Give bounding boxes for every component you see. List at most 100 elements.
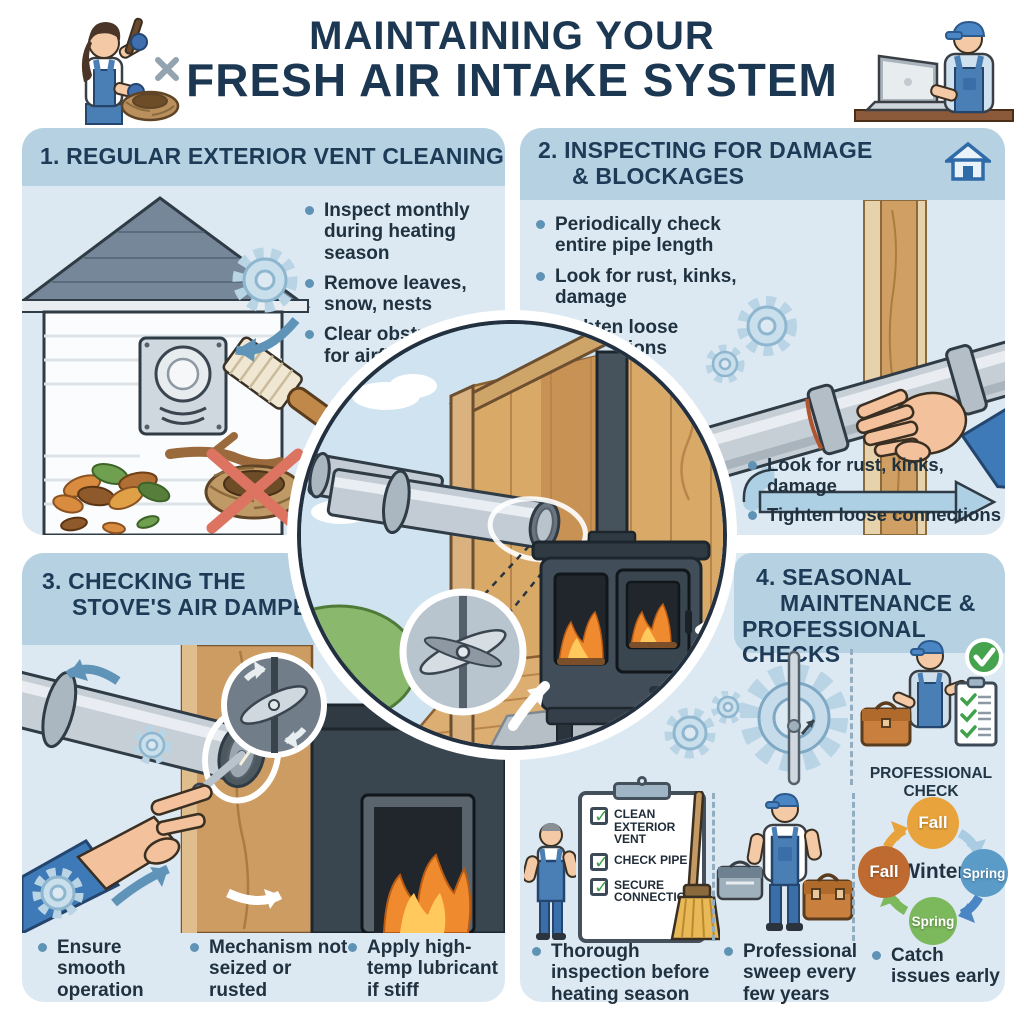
season-left: Fall	[858, 846, 910, 898]
standing-worker-figure	[524, 823, 576, 940]
professional-figure	[746, 792, 823, 931]
professional-sweep-illustration	[716, 792, 854, 931]
section-1-header: 1. REGULAR EXTERIOR VENT CLEANING	[22, 128, 505, 186]
seasons-cycle: Winter Fall Spring Spring Fall	[858, 797, 1008, 947]
section-4-title-line2: MAINTENANCE &	[780, 589, 976, 616]
checked-checkbox-icon	[590, 877, 609, 898]
technician-at-laptop-illustration	[854, 20, 1014, 122]
dashed-divider	[852, 793, 855, 941]
wood-stove	[531, 350, 711, 746]
season-right: Spring	[960, 849, 1008, 897]
section-4-title-line1: 4. SEASONAL	[756, 564, 912, 590]
woman-figure	[81, 17, 148, 125]
air-damper-illustration	[22, 645, 505, 933]
season-top-label: Fall	[918, 813, 948, 832]
section-2-header: 2. INSPECTING FOR DAMAGE & BLOCKAGES	[520, 128, 1005, 200]
section-4-panel: 4. SEASONAL MAINTENANCE & PROFESSIONAL C…	[520, 553, 1008, 1005]
bullet-item: Thorough inspection before heating seaso…	[532, 941, 718, 1005]
section-2-lower-bullets: Look for rust, kinks, damage Tighten loo…	[748, 454, 1004, 535]
toolbox-icon	[860, 701, 912, 747]
broom-icon	[670, 791, 720, 941]
bullet-item: Remove leaves, snow, nests	[305, 273, 517, 316]
professional-check-label: PROFESSIONAL CHECK	[856, 765, 1006, 801]
clipboard-knob	[637, 776, 647, 786]
section-3-bullet-3: Apply high-temp lubricant if stiff	[348, 937, 500, 1010]
bullet-item: Apply high-temp lubricant if stiff	[348, 937, 500, 1001]
bullet-item: Mechanism not seized or rusted	[190, 937, 350, 1001]
bullet-item: Ensure smooth operation	[38, 937, 190, 1001]
section-4-bullet-2: Professional sweep every few years	[724, 941, 864, 1014]
bullet-item: Professional sweep every few years	[724, 941, 864, 1005]
section-2-title-line2: & BLOCKAGES	[572, 162, 745, 189]
stove-cutaway-detail-circle	[297, 320, 727, 750]
desk	[854, 109, 1014, 122]
section-3-title-line1: 3. CHECKING THE	[42, 568, 246, 594]
curved-arrow-icon	[235, 317, 300, 362]
gear-icon	[737, 296, 797, 356]
laptop-icon	[863, 54, 964, 112]
season-bottom-label: Spring	[911, 913, 955, 929]
season-right-label: Spring	[962, 865, 1006, 881]
section-1-bullets: Inspect monthly during heating season Re…	[305, 200, 517, 376]
bullet-item: Inspect monthly during heating season	[305, 200, 517, 264]
nest-with-x	[204, 448, 304, 534]
title-line1: MAINTAINING YOUR	[309, 14, 715, 58]
page-title: MAINTAINING YOUR FRESH AIR INTAKE SYSTEM	[0, 16, 1024, 105]
section-3-header: 3. CHECKING THE STOVE'S AIR DAMPER	[22, 553, 354, 645]
woman-removing-nest-illustration	[81, 17, 180, 125]
season-left-label: Fall	[869, 862, 899, 881]
professional-check-line1: PROFESSIONAL	[869, 765, 993, 782]
curved-arrow-icon	[65, 659, 121, 685]
gear-icon	[705, 344, 745, 384]
section-4-bullet-3: Catch issues early	[872, 945, 1006, 997]
section-3-bullet-1: Ensure smooth operation	[38, 937, 190, 1010]
inspecting-hand	[855, 388, 1005, 492]
bullet-item: Tighten loose connections	[748, 505, 1004, 526]
leaves-pile	[52, 463, 171, 535]
branch	[165, 432, 285, 470]
red-x-icon	[206, 448, 304, 534]
checklist-row: CHECK PIPE	[590, 852, 696, 873]
x-mark-icon	[155, 57, 179, 81]
gear-icon	[132, 725, 172, 765]
curved-arrow-icon	[111, 864, 170, 907]
checklist-item-label: CLEAN EXTERIOR VENT	[614, 807, 676, 847]
magnified-damper-blade	[399, 588, 527, 716]
title-line2: FRESH AIR INTAKE SYSTEM	[186, 53, 838, 106]
bullet-item: Look for rust, kinks, damage	[748, 454, 1004, 496]
checklist-row: CLEAN EXTERIOR VENT	[590, 806, 696, 847]
checklist-clipboard-icon	[954, 676, 998, 747]
checked-checkbox-icon	[590, 852, 609, 873]
professional-check-illustration	[860, 638, 1003, 747]
direction-arrow-icon	[742, 467, 997, 525]
raised-arm-with-tool	[118, 17, 148, 59]
section-3-title-line2: STOVE'S AIR DAMPER	[72, 593, 326, 620]
birds-nest	[120, 90, 180, 122]
professional-check-line2: CHECK	[903, 782, 959, 800]
season-top: Fall	[907, 797, 959, 849]
section-3-bullet-2: Mechanism not seized or rusted	[190, 937, 350, 1010]
rust-mark	[805, 398, 824, 450]
gear-pair-icon	[664, 691, 742, 759]
man-figure	[930, 20, 995, 114]
tool-bag-icon	[716, 860, 764, 901]
season-bottom: Spring	[909, 897, 957, 945]
gear-with-rod-icon	[740, 650, 848, 786]
dashed-divider	[712, 793, 715, 941]
bullet-item: Look for rust, kinks, damage	[536, 266, 754, 309]
bullet-item: Catch issues early	[872, 945, 1006, 988]
checklist-item-label: CHECK PIPE	[614, 852, 688, 867]
white-curved-arrow-icon	[226, 888, 283, 909]
magnified-damper-detail	[221, 652, 327, 766]
bullet-item: Periodically check entire pipe length	[536, 214, 754, 257]
check-badge-icon	[965, 638, 1003, 676]
stove-cutaway-illustration	[301, 324, 723, 746]
section-4-bullet-1: Thorough inspection before heating seaso…	[532, 941, 718, 1014]
dashed-divider	[850, 649, 853, 785]
gear-icon	[232, 247, 298, 313]
checked-checkbox-icon	[590, 806, 609, 827]
gear-icon	[32, 867, 84, 919]
section-1-title: 1. REGULAR EXTERIOR VENT CLEANING	[40, 143, 505, 170]
season-center-label: Winter	[900, 860, 966, 883]
